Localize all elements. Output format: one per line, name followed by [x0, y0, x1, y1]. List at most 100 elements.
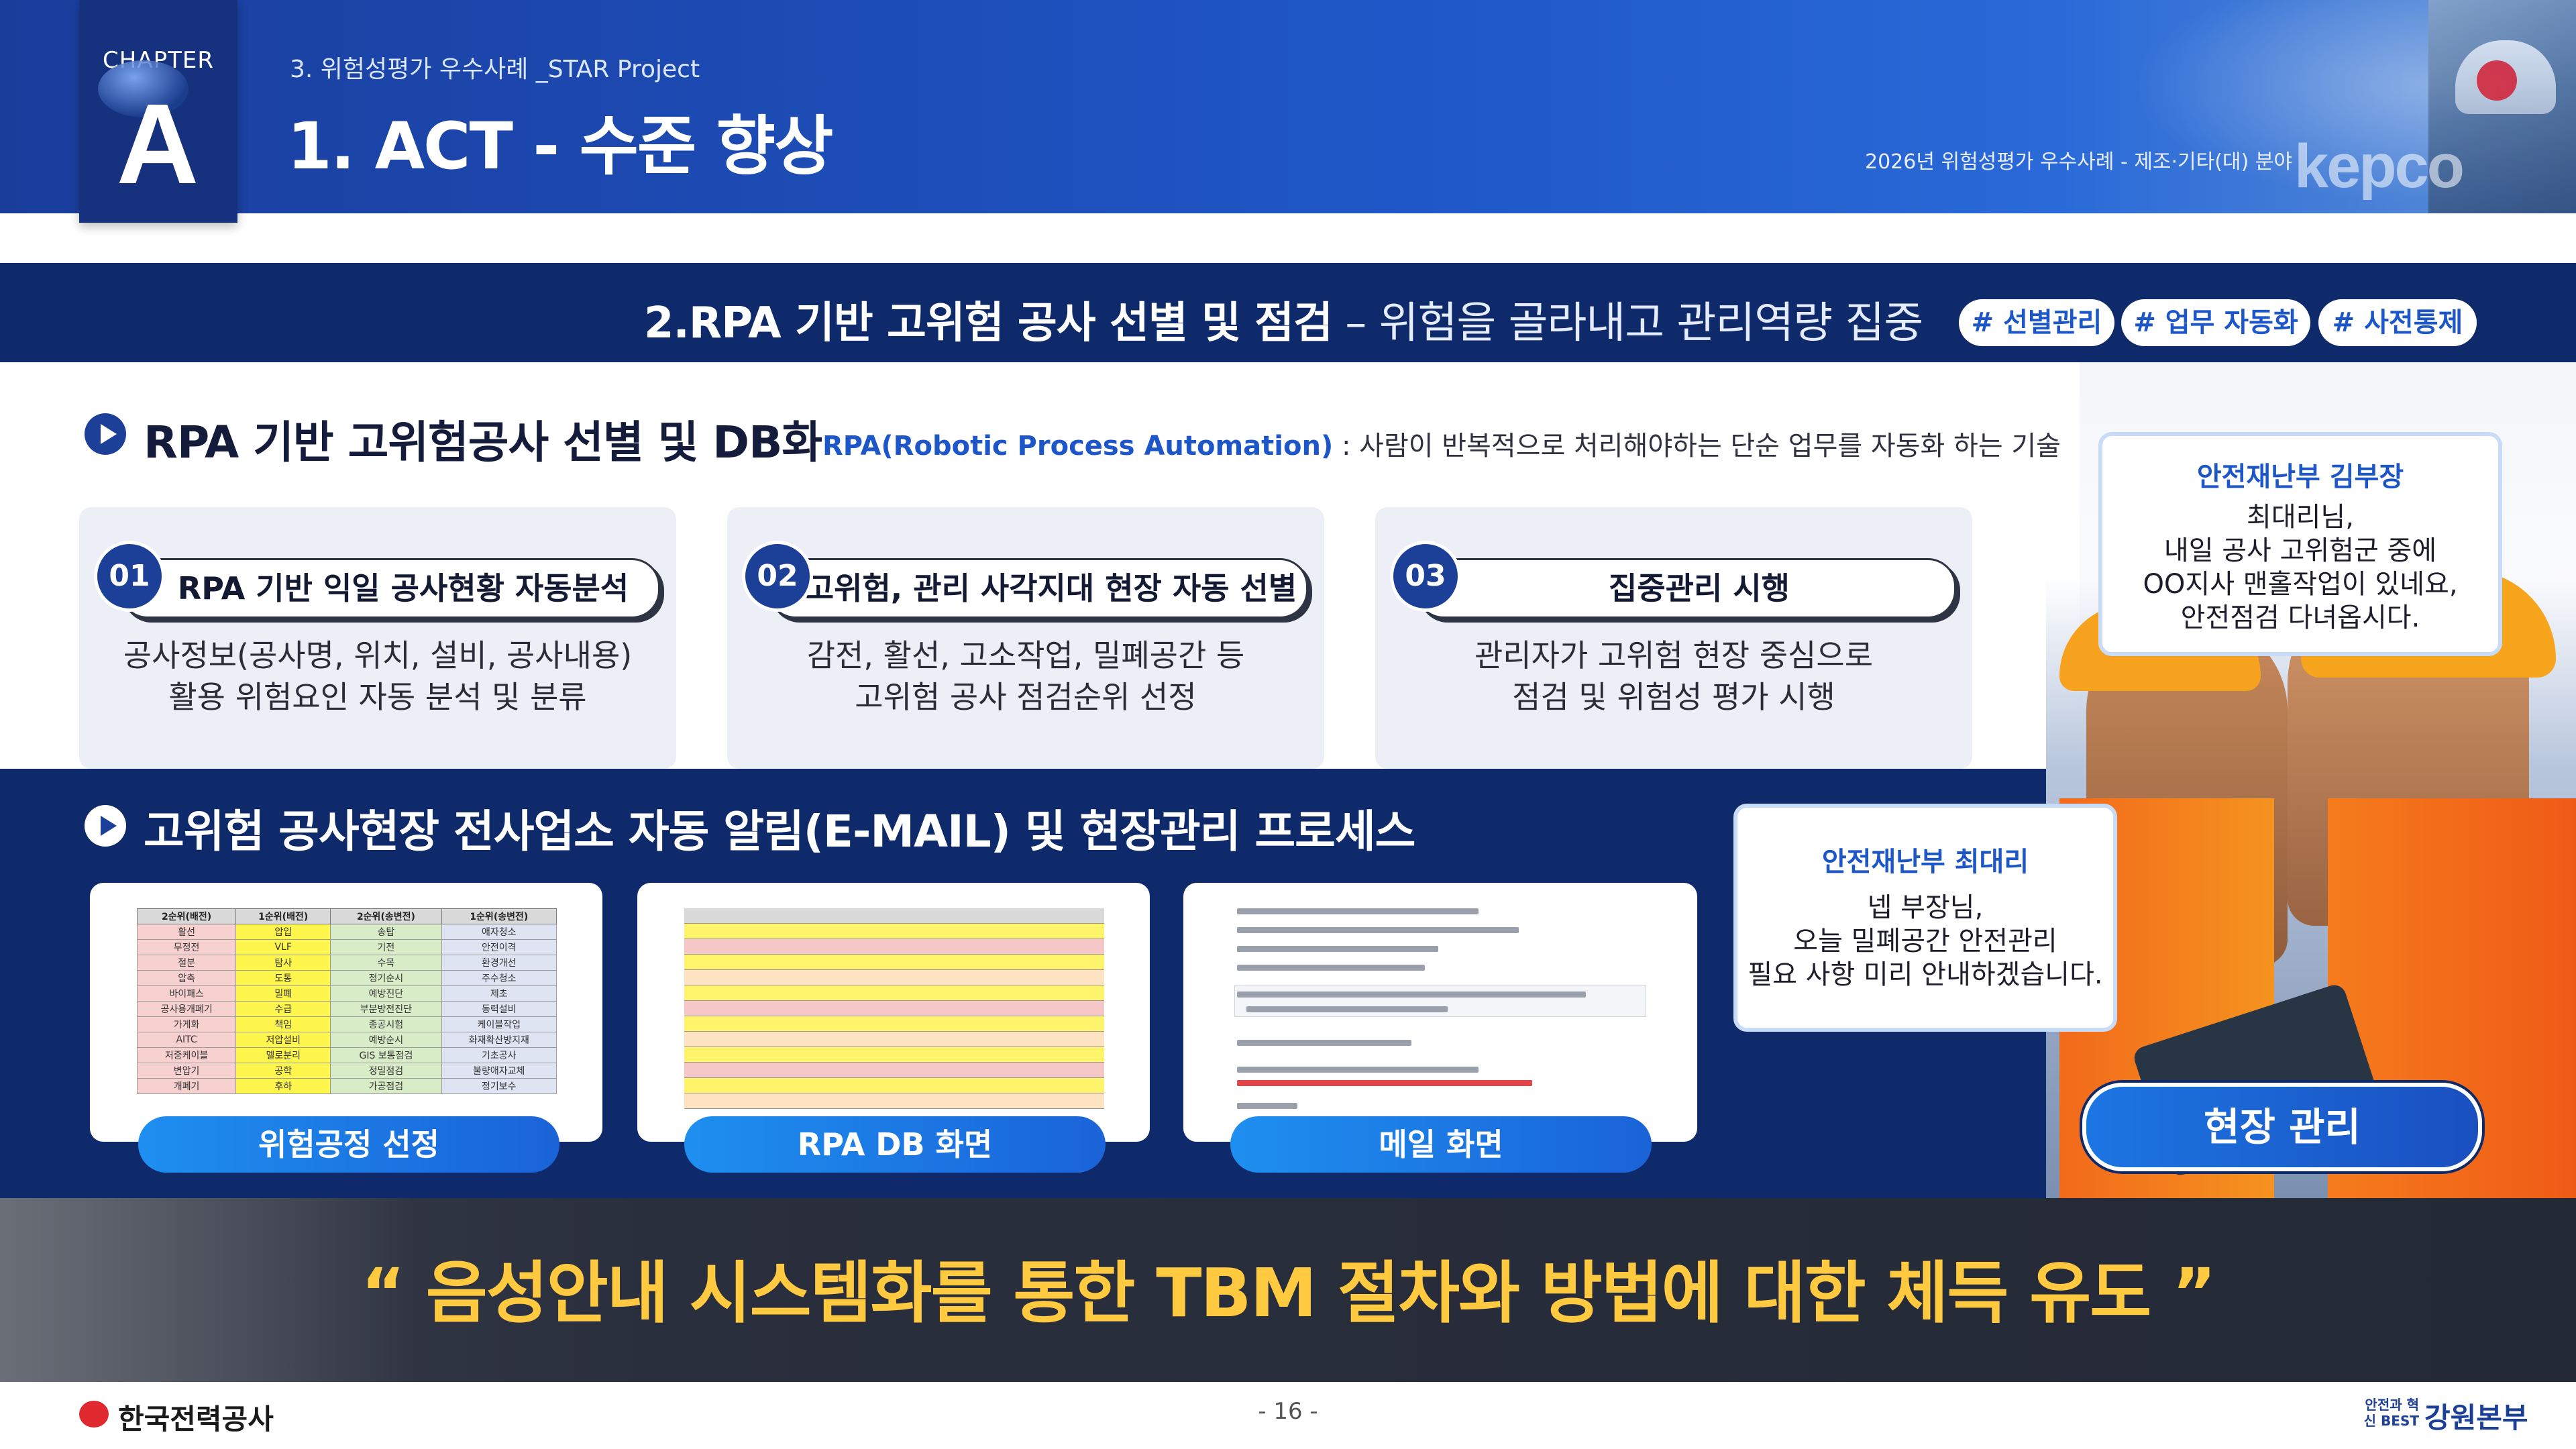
db-cell	[767, 924, 810, 939]
table-cell: 가공점검	[330, 1078, 442, 1094]
section-title-main: 2.RPA 기반 고위험 공사 선별 및 점검	[644, 299, 1333, 348]
db-cell	[1046, 985, 1104, 1001]
db-cell	[864, 1032, 940, 1047]
table-cell: 멜로분리	[235, 1047, 331, 1063]
step-title-pill: 고위험, 관리 사각지대 현장 자동 선별	[767, 558, 1308, 619]
db-cell	[1006, 924, 1047, 939]
step-description: 공사정보(공사명, 위치, 설비, 공사내용) 활용 위험요인 자동 분석 및 …	[79, 635, 676, 718]
db-cell	[1046, 970, 1104, 985]
db-cell	[1006, 908, 1047, 924]
field-management-button[interactable]: 현장 관리	[2082, 1083, 2482, 1171]
db-cell	[1006, 1016, 1047, 1032]
db-row	[684, 1016, 1104, 1032]
screen-label-mail: 메일 화면	[1230, 1116, 1652, 1173]
db-cell	[1046, 924, 1104, 939]
db-cell	[1046, 908, 1104, 924]
table-cell: 수급	[235, 1001, 331, 1017]
column-header: 2순위(송변전)	[330, 908, 442, 924]
db-cell	[809, 908, 865, 924]
screen-label-rpa-db: RPA DB 화면	[684, 1116, 1106, 1173]
db-cell	[726, 1063, 768, 1078]
speech-bubble-choi: 안전재난부 최대리 넵 부장님, 오늘 밀폐공간 안전관리 필요 사항 미리 안…	[1733, 804, 2117, 1032]
table-cell: 케이블작업	[441, 1016, 557, 1032]
mail-text-line	[1237, 1080, 1532, 1086]
db-cell	[1046, 1063, 1104, 1078]
mail-screenshot	[1183, 883, 1697, 1142]
table-cell: 불량애자교체	[441, 1063, 557, 1079]
chapter-box: CHAPTER A	[79, 0, 237, 223]
db-cell	[767, 1078, 810, 1093]
db-cell	[684, 939, 727, 955]
db-cell	[864, 939, 940, 955]
db-cell	[809, 1093, 865, 1109]
step-title-pill: 집중관리 시행	[1415, 558, 1956, 619]
table-cell: 정기순시	[330, 970, 442, 986]
page-title: 1. ACT - 수준 향상	[287, 109, 833, 184]
db-cell	[939, 1078, 1007, 1093]
db-cell	[864, 1093, 940, 1109]
db-cell	[726, 908, 768, 924]
db-cell	[1046, 1032, 1104, 1047]
db-cell	[726, 1047, 768, 1063]
table-header-row: 2순위(배전) 1순위(배전) 2순위(송변전) 1순위(송변전)	[137, 908, 557, 924]
rpa-definition: RPA(Robotic Process Automation) : 사람이 반복…	[822, 424, 2061, 463]
step-title-pill: RPA 기반 익일 공사현황 자동분석	[119, 558, 660, 619]
speech-line: 안전점검 다녀옵시다.	[2180, 602, 2420, 633]
db-cell	[939, 1063, 1007, 1078]
db-cell	[1046, 939, 1104, 955]
speaker-name: 안전재난부 최대리	[1821, 847, 2029, 877]
table-cell: 정밀점검	[330, 1063, 442, 1079]
db-row	[684, 955, 1104, 970]
step-desc-line: 활용 위험요인 자동 분석 및 분류	[168, 679, 587, 715]
db-cell	[684, 1016, 727, 1032]
rpa-definition-text: : 사람이 반복적으로 처리해야하는 단순 업무를 자동화 하는 기술	[1333, 431, 2061, 462]
table-cell: 저중케이블	[137, 1047, 237, 1063]
table-cell: 부분방전진단	[330, 1001, 442, 1017]
db-cell	[939, 1001, 1007, 1016]
db-cell	[684, 1063, 727, 1078]
step-number: 01	[94, 541, 165, 612]
db-row	[684, 1078, 1104, 1093]
table-cell: 탐사	[235, 955, 331, 971]
step-desc-line: 관리자가 고위험 현장 중심으로	[1474, 637, 1874, 674]
db-cell	[939, 1047, 1007, 1063]
db-row	[684, 924, 1104, 939]
db-cell	[864, 924, 940, 939]
db-cell	[864, 1063, 940, 1078]
table-cell: 수목	[330, 955, 442, 971]
mail-text-line	[1237, 946, 1438, 952]
db-row	[684, 939, 1104, 955]
column-header: 2순위(배전)	[137, 908, 237, 924]
quote-background-photo	[0, 1198, 416, 1382]
table-cell: 무정전	[137, 939, 237, 955]
page-number: - 16 -	[1258, 1398, 1318, 1425]
table-cell: 동력설비	[441, 1001, 557, 1017]
db-cell	[684, 1078, 727, 1093]
db-cell	[864, 985, 940, 1001]
table-cell: 개폐기	[137, 1078, 237, 1094]
db-row	[684, 908, 1104, 924]
db-cell	[684, 970, 727, 985]
step-title: 집중관리 시행	[1609, 570, 1790, 606]
rpa-term: RPA(Robotic Process Automation)	[822, 431, 1334, 462]
table-cell: 공사용개폐기	[137, 1001, 237, 1017]
screen-label-risk: 위험공정 선정	[138, 1116, 559, 1173]
db-cell	[1006, 1047, 1047, 1063]
db-cell	[1046, 955, 1104, 970]
table-cell: 예방진단	[330, 985, 442, 1002]
mail-text-line	[1237, 908, 1479, 914]
db-cell	[1006, 1032, 1047, 1047]
mail-frame	[1230, 908, 1650, 1110]
db-row	[684, 1001, 1104, 1016]
table-cell: 애자청소	[441, 924, 557, 940]
table-cell: GIS 보통점검	[330, 1047, 442, 1063]
step-card-1: RPA 기반 익일 공사현황 자동분석 01 공사정보(공사명, 위치, 설비,…	[79, 507, 676, 769]
db-cell	[726, 955, 768, 970]
play-icon	[85, 413, 126, 455]
db-cell	[939, 1016, 1007, 1032]
